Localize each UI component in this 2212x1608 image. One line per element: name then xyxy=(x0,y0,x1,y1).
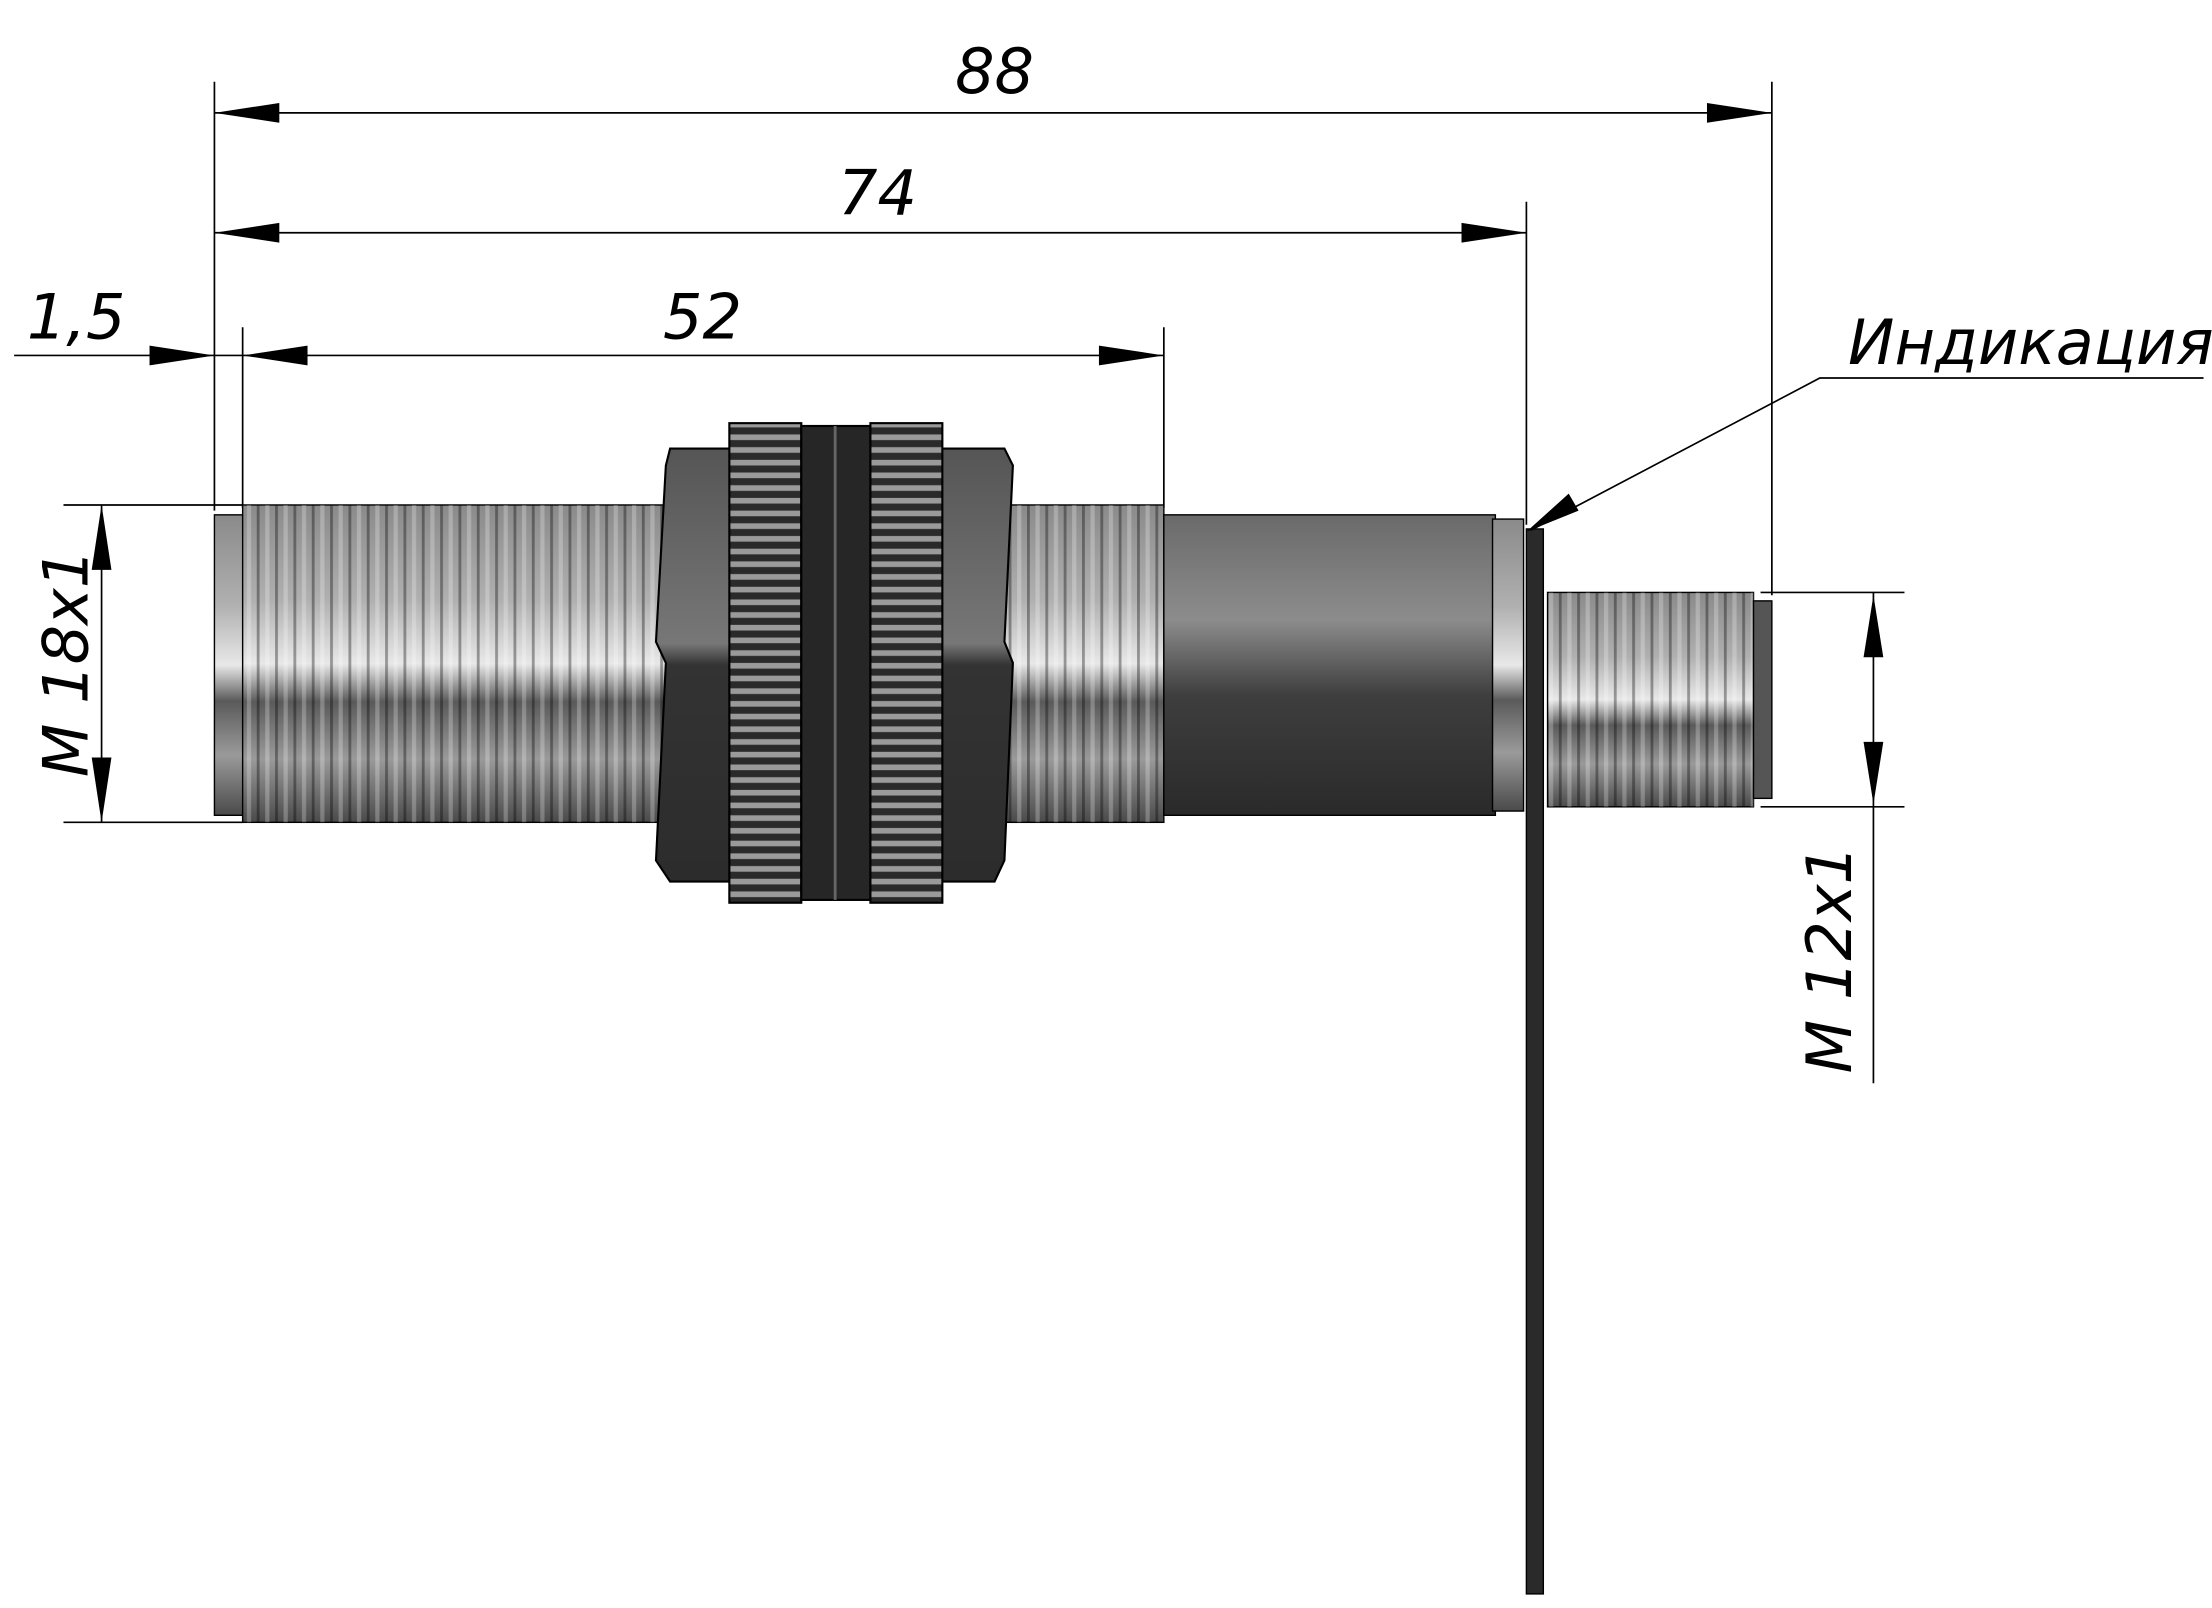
dimension-front-thread: M 18x1 xyxy=(29,504,112,823)
dimension-52-label: 52 xyxy=(663,281,742,354)
indicator-label: Индикация xyxy=(1848,306,2212,379)
dimension-indicator-length: 74 xyxy=(214,156,1527,243)
dimension-88-label: 88 xyxy=(955,35,1034,108)
m12-label: M 12x1 xyxy=(1793,845,1866,1073)
indicator-plate xyxy=(1525,528,1545,1595)
m18-label: M 18x1 xyxy=(29,549,102,777)
dimension-thread-length: 52 1,5 xyxy=(14,281,1164,366)
indicator-callout: Индикация xyxy=(1526,306,2212,532)
dimension-overall-length: 88 xyxy=(214,35,1772,123)
housing xyxy=(1163,514,1497,816)
sensor-body xyxy=(213,422,1773,1595)
knurled-ring-right xyxy=(869,422,944,904)
knurled-ring-left xyxy=(728,422,803,904)
dimension-1-5-label: 1,5 xyxy=(27,281,126,354)
extension-lines xyxy=(63,81,1905,1084)
dimension-74-label: 74 xyxy=(838,156,917,229)
dimension-rear-thread: M 12x1 xyxy=(1793,592,1884,1073)
